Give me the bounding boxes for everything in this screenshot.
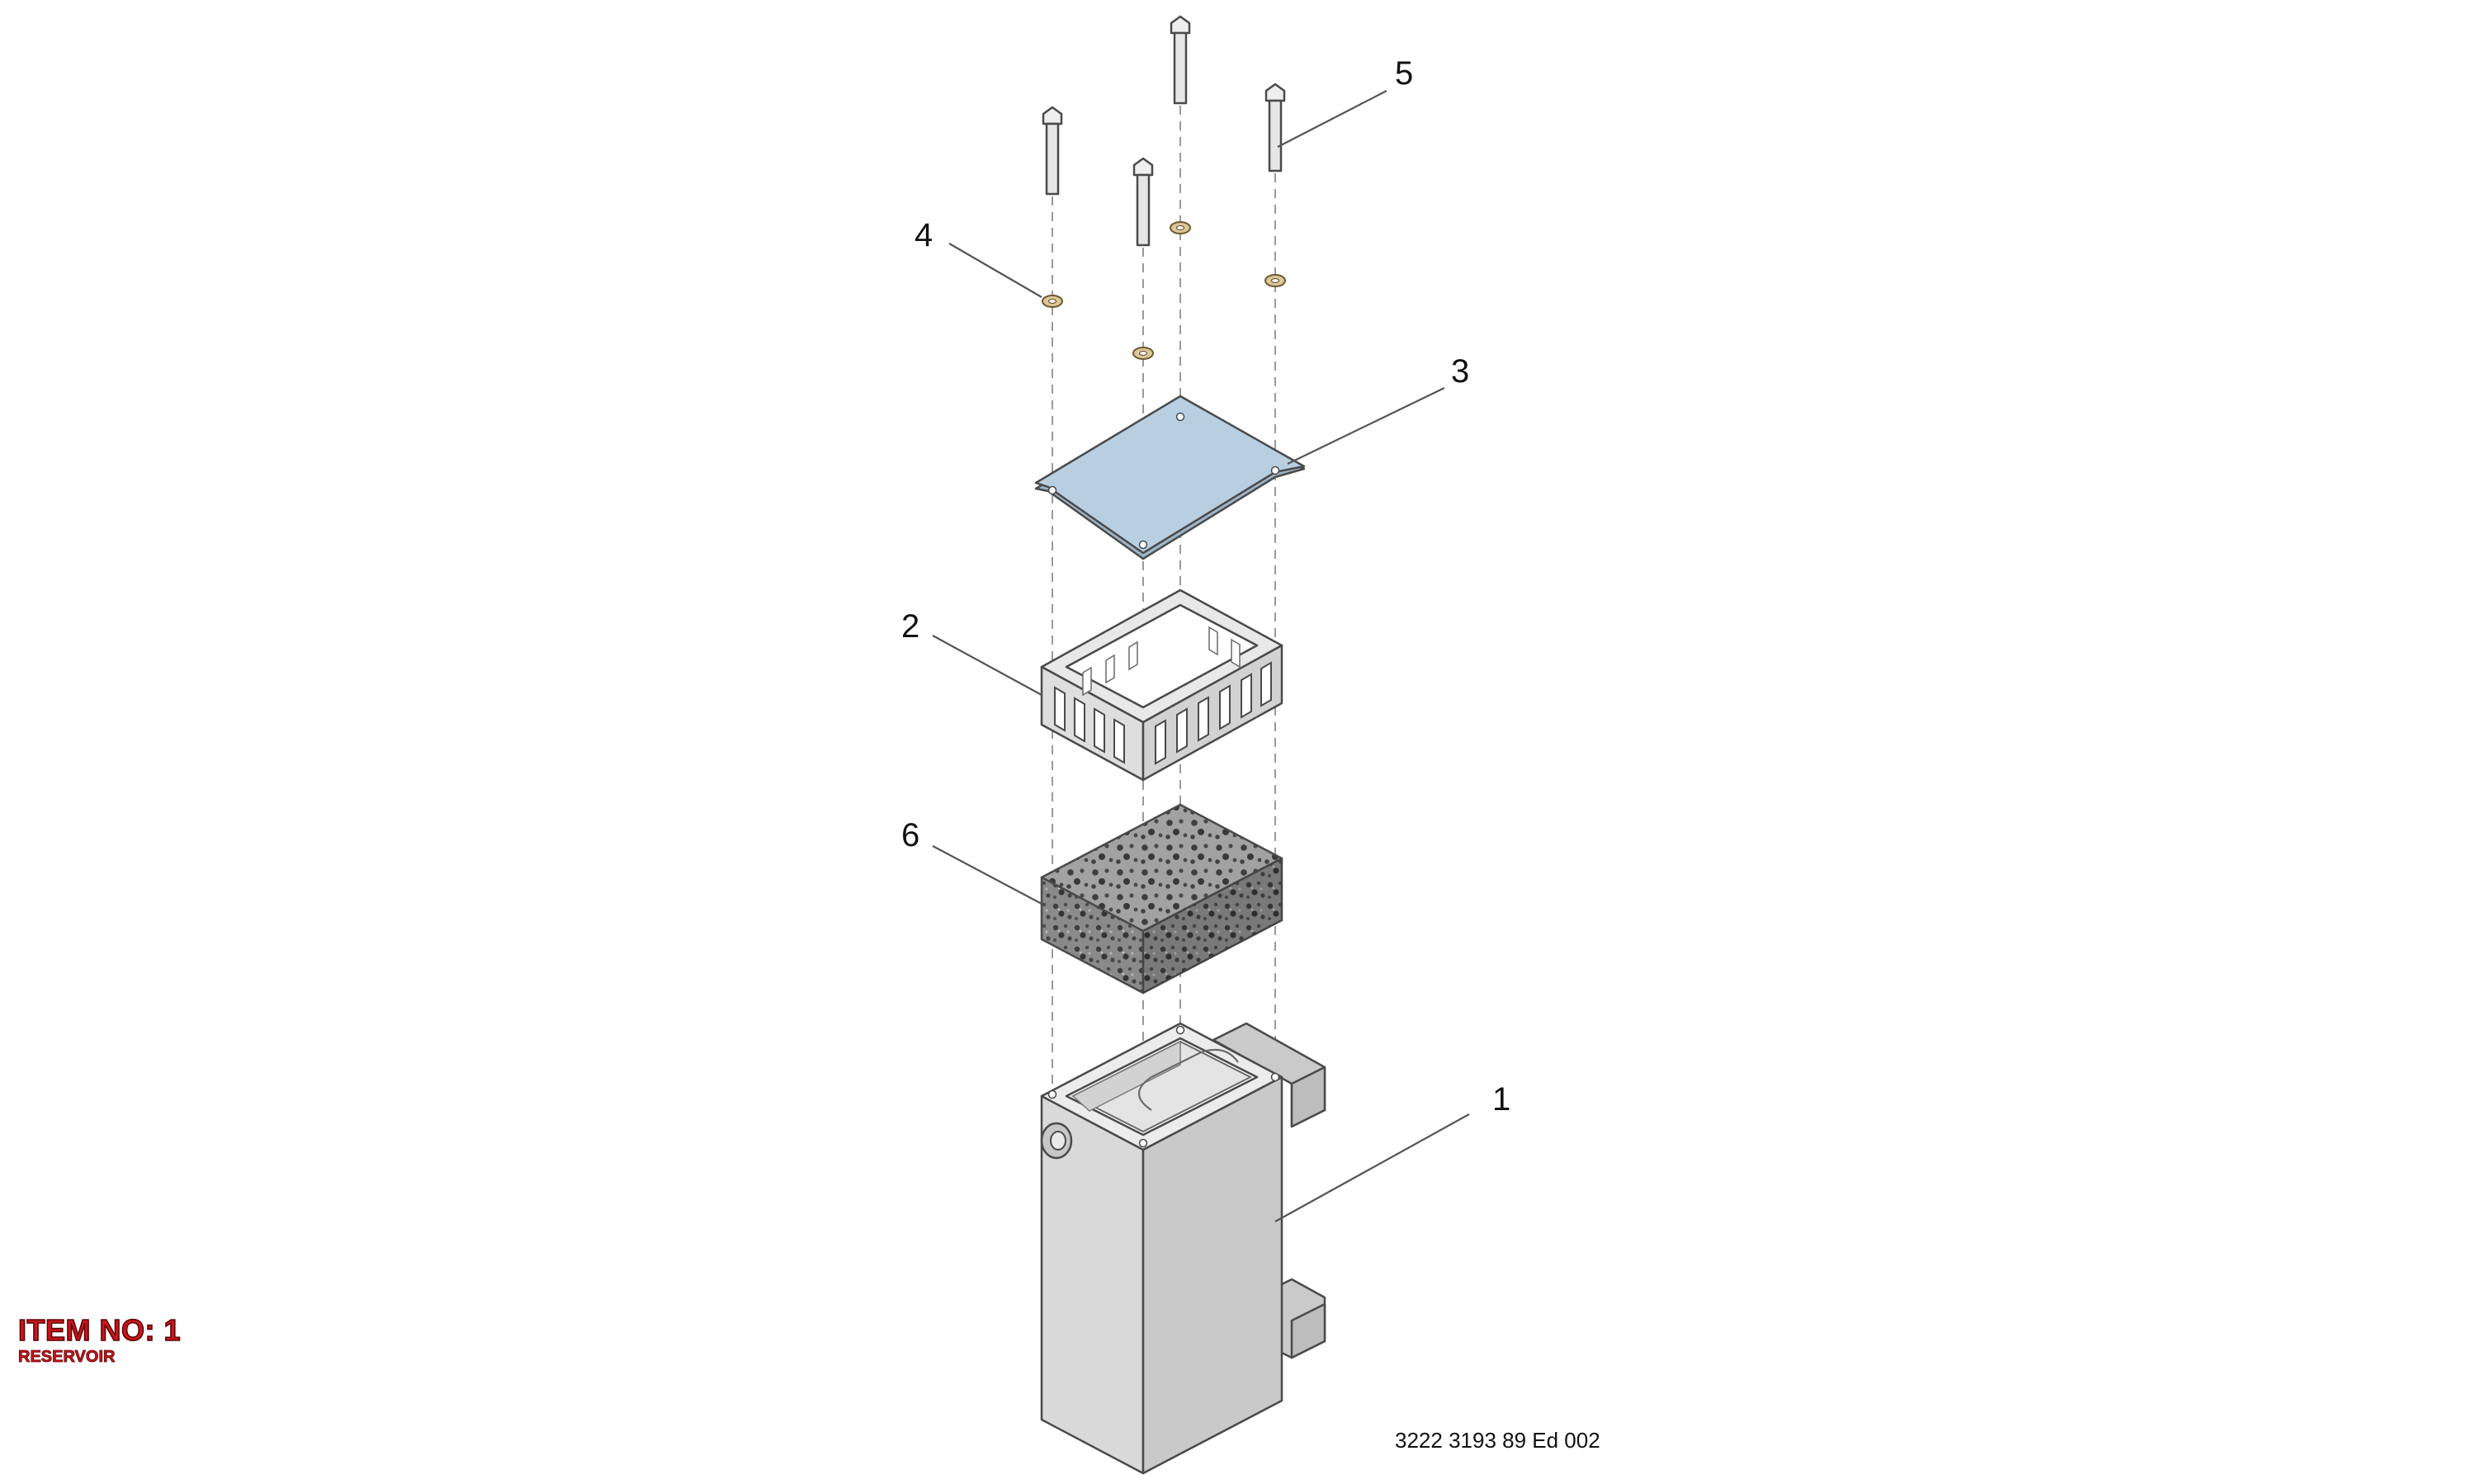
cover-plate [1034,395,1306,560]
foam-filter [1040,803,1283,995]
leader-lines [932,90,1470,1222]
item-label: ITEM NO: 1 RESERVOIR [17,1313,182,1367]
callout-2: 2 [901,608,919,645]
retaining-frame [1040,588,1283,782]
washer [1042,295,1063,308]
washers [1042,221,1286,360]
reservoir [1040,1022,1326,1475]
callout-5: 5 [1395,55,1413,92]
item-name: RESERVOIR [18,1348,116,1367]
callout-1: 1 [1492,1081,1510,1118]
callout-numbers: 5 4 3 2 6 1 [901,55,1510,1118]
washer [1170,221,1191,234]
side-fitting [1040,1122,1073,1160]
bolt [1042,106,1063,196]
washer [1132,347,1154,360]
item-number: ITEM NO: 1 [17,1313,182,1348]
bolt [1170,15,1191,105]
bolt [1264,83,1286,173]
callout-4: 4 [915,217,933,253]
assembly-axis-lines [1052,106,1276,1147]
bolts [1042,15,1286,247]
callout-3: 3 [1451,353,1469,390]
bolt [1132,157,1154,247]
callout-6: 6 [901,817,919,853]
document-reference: 3222 3193 89 Ed 002 [1395,1428,1600,1453]
washer [1264,274,1286,287]
